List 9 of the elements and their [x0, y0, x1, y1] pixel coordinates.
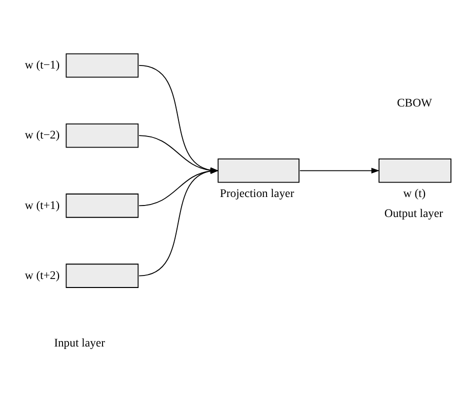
node-label: w (t−2) — [24, 128, 60, 142]
label: Input layer — [54, 336, 105, 349]
node-label: w (t+2) — [24, 268, 60, 282]
node-label: w (t) — [403, 186, 426, 200]
node-label: w (t−1) — [24, 58, 60, 72]
node-label: Projection layer — [220, 186, 294, 200]
node-label: Output layer — [384, 206, 444, 220]
node-label: w (t+1) — [24, 198, 60, 212]
label: CBOW — [397, 96, 432, 109]
